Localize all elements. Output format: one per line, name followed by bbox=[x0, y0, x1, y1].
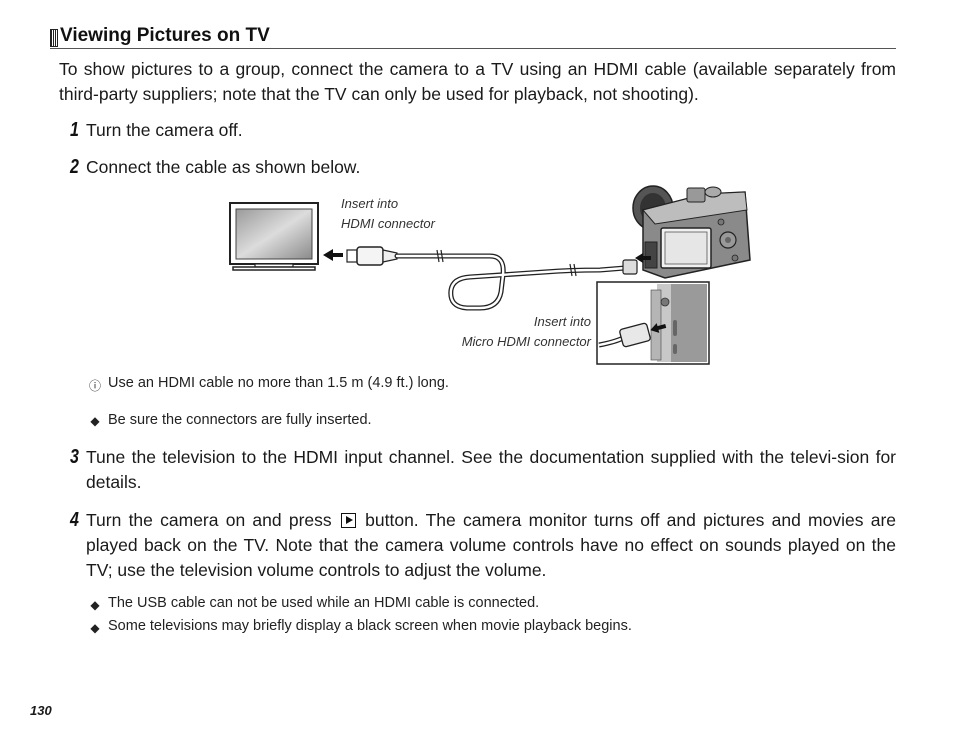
note-icon: ◆ bbox=[90, 414, 100, 428]
note-usb-cable: The USB cable can not be used while an H… bbox=[108, 595, 540, 611]
camera-icon bbox=[632, 185, 751, 279]
caption-line: Insert into bbox=[533, 314, 591, 329]
step-4-number: 4 bbox=[70, 509, 79, 531]
caption-micro-hdmi-connector: Insert into Micro HDMI connector bbox=[448, 312, 591, 352]
step-4-text-after: button. The camera monitor turns off and… bbox=[86, 510, 897, 580]
note-icon: ◆ bbox=[90, 621, 100, 635]
playback-button-icon bbox=[340, 513, 356, 528]
caution-icon: ⓘ bbox=[88, 379, 101, 393]
caption-line: HDMI connector bbox=[341, 216, 435, 231]
note-cable-length: Use an HDMI cable no more than 1.5 m (4.… bbox=[108, 375, 449, 391]
insert-arrow-icon bbox=[323, 249, 343, 261]
step-3-text: Tune the television to the HDMI input ch… bbox=[86, 447, 896, 492]
heading-marker-icon bbox=[50, 29, 58, 47]
step-2-text: Connect the cable as shown below. bbox=[86, 157, 361, 177]
hdmi-connection-diagram bbox=[229, 185, 751, 365]
step-4-text-before: Turn the camera on and press bbox=[86, 510, 332, 530]
hdmi-cable bbox=[394, 253, 628, 311]
caption-line: Insert into bbox=[341, 196, 399, 211]
hdmi-plug-icon bbox=[346, 246, 398, 266]
step-1-number: 1 bbox=[70, 119, 79, 141]
note-icon: ◆ bbox=[90, 598, 100, 612]
caption-line: Micro HDMI connector bbox=[461, 334, 591, 349]
micro-hdmi-detail-inset bbox=[596, 281, 710, 365]
caption-hdmi-connector: Insert into HDMI connector bbox=[341, 194, 435, 234]
page-number: 130 bbox=[30, 703, 52, 718]
step-4-text: Turn the camera on and press button. The… bbox=[86, 508, 896, 583]
page-title: Viewing Pictures on TV bbox=[60, 25, 270, 46]
tv-icon bbox=[229, 202, 319, 271]
step-3-number: 3 bbox=[70, 446, 79, 468]
note-black-screen: Some televisions may briefly display a b… bbox=[108, 618, 632, 634]
heading-divider bbox=[50, 48, 896, 49]
step-2-number: 2 bbox=[70, 156, 79, 178]
step-1-text: Turn the camera off. bbox=[86, 120, 243, 140]
intro-paragraph: To show pictures to a group, connect the… bbox=[59, 59, 896, 104]
note-connectors-inserted: Be sure the connectors are fully inserte… bbox=[108, 412, 372, 428]
